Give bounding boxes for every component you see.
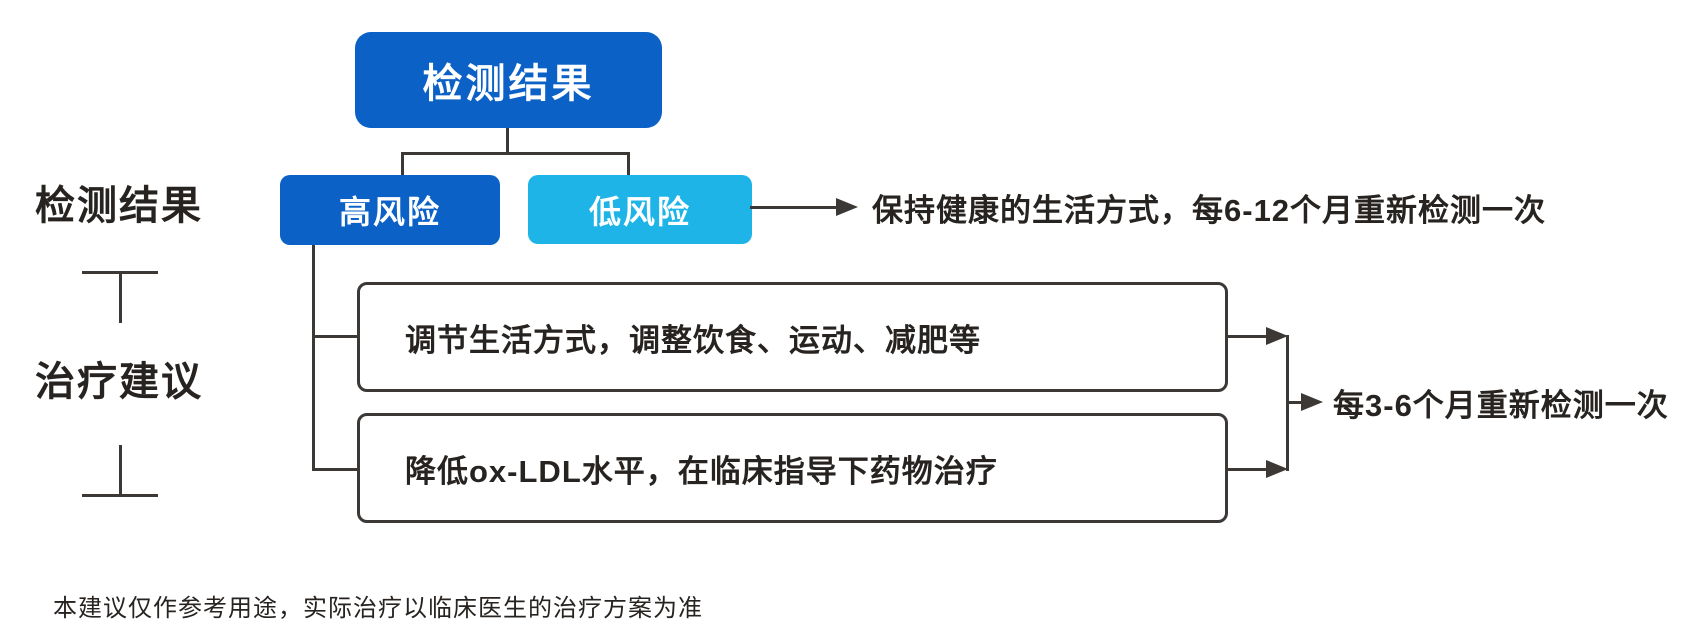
- connector-drop-high-risk: [401, 152, 404, 175]
- connector-root-stem: [506, 128, 509, 155]
- treatment-label: 调节生活方式，调整饮食、运动、减肥等: [405, 322, 981, 358]
- arrow-right-icon: [1266, 460, 1288, 478]
- arrow-right-icon: [1301, 393, 1323, 411]
- low-risk-advice-text: 保持健康的生活方式，每6-12个月重新检测一次: [872, 192, 1547, 228]
- row-label-advice: 治疗建议: [35, 360, 203, 404]
- connector-treatment-1: [312, 335, 358, 338]
- treatment-box-medication: 降低ox-LDL水平，在临床指导下药物治疗: [357, 413, 1228, 523]
- high-risk-node: 高风险: [280, 175, 500, 245]
- row-label-results: 检测结果: [35, 184, 203, 228]
- retest-advice-text: 每3-6个月重新检测一次: [1333, 387, 1669, 423]
- high-risk-stem: [312, 245, 315, 471]
- connector-drop-low-risk: [627, 152, 630, 175]
- connector-root-split: [401, 152, 630, 155]
- merge-vertical-line: [1286, 335, 1289, 471]
- retest-arrow-line: [1289, 401, 1303, 404]
- treatment-label: 降低ox-LDL水平，在临床指导下药物治疗: [405, 453, 998, 489]
- arrow-right-icon: [1266, 327, 1288, 345]
- disclaimer-text: 本建议仅作参考用途，实际治疗以临床医生的治疗方案为准: [53, 595, 703, 622]
- root-node-test-result: 检测结果: [355, 32, 662, 128]
- connector-treatment-2: [312, 468, 358, 471]
- treatment-1-arrow-line: [1228, 335, 1270, 338]
- row-bracket-bottom-horizontal: [82, 494, 158, 497]
- row-bracket-top-vertical: [119, 271, 122, 323]
- treatment-2-arrow-line: [1228, 468, 1270, 471]
- low-risk-node: 低风险: [528, 175, 752, 244]
- treatment-box-lifestyle: 调节生活方式，调整饮食、运动、减肥等: [357, 282, 1228, 392]
- row-bracket-bottom-vertical: [119, 445, 122, 497]
- arrow-right-icon: [836, 198, 858, 216]
- low-risk-arrow-line: [750, 206, 840, 209]
